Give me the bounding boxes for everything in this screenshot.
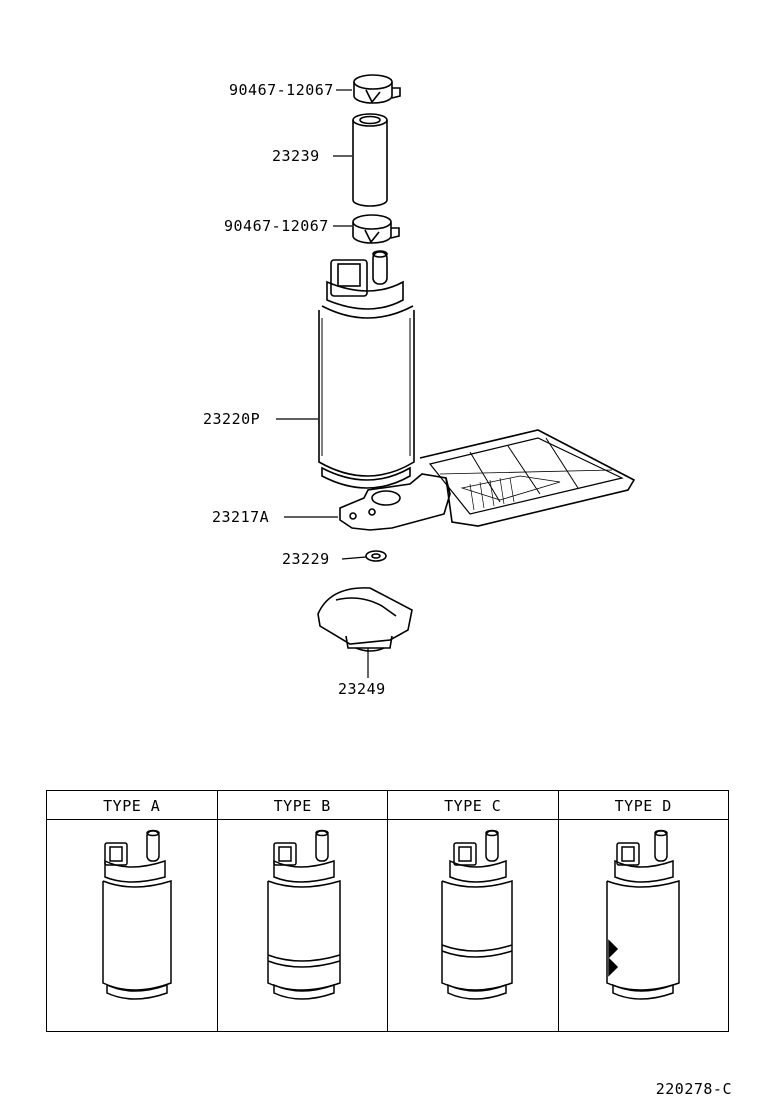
part-label-pump: 23220P	[203, 410, 261, 428]
type-cell-c: TYPE C	[388, 791, 559, 1031]
type-header-d: TYPE D	[558, 791, 728, 820]
part-label-washer: 23229	[282, 550, 330, 568]
washer-drawing	[365, 550, 387, 562]
type-d-pump-icon	[605, 829, 680, 1000]
part-label-hose: 23239	[272, 147, 320, 165]
cushion-drawing	[317, 587, 413, 652]
diagram-code: 220278-C	[655, 1080, 732, 1098]
type-header-c: TYPE C	[388, 791, 558, 820]
type-cell-a: TYPE A	[47, 791, 218, 1031]
part-label-bracket: 23217A	[212, 508, 270, 526]
pump-type-table: TYPE A TYPE B TYPE C	[46, 790, 729, 1032]
exploded-parts-diagram	[276, 74, 636, 678]
clamp-lower-drawing	[352, 214, 400, 244]
type-header-b: TYPE B	[217, 791, 387, 820]
type-cell-b: TYPE B	[217, 791, 388, 1031]
type-header-a: TYPE A	[47, 791, 217, 820]
hose-drawing	[352, 113, 388, 207]
fuel-pump-drawing	[318, 250, 415, 489]
type-c-pump-icon	[441, 829, 513, 1000]
part-label-clamp-lower: 90467-12067	[224, 217, 329, 235]
clamp-upper-drawing	[353, 74, 401, 104]
part-label-clamp-upper: 90467-12067	[229, 81, 334, 99]
type-b-pump-icon	[266, 829, 341, 1000]
bracket-strainer-drawing	[339, 429, 636, 531]
type-a-pump-icon	[102, 829, 172, 1000]
part-label-cushion: 23249	[338, 680, 386, 698]
leader-lines	[276, 89, 369, 678]
type-cell-d: TYPE D	[558, 791, 728, 1031]
